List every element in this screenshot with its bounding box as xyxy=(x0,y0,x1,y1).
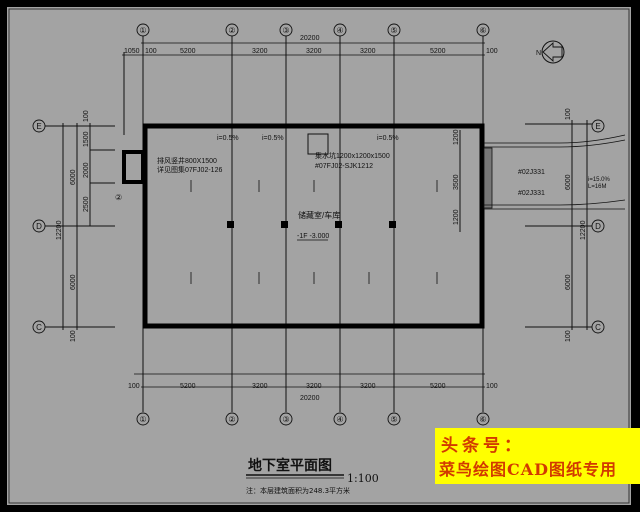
sump-pit xyxy=(307,133,329,155)
svg-text:12200: 12200 xyxy=(580,220,587,240)
svg-text:注：本层建筑面积为248.3平方米: 注：本层建筑面积为248.3平方米 xyxy=(246,486,350,495)
svg-text:100: 100 xyxy=(565,108,572,120)
svg-text:⑤: ⑤ xyxy=(390,26,397,35)
svg-text:i=15.0%: i=15.0% xyxy=(588,177,611,183)
svg-text:20200: 20200 xyxy=(300,395,320,402)
svg-text:20200: 20200 xyxy=(300,35,320,42)
svg-text:③: ③ xyxy=(282,26,289,35)
svg-text:E: E xyxy=(36,122,41,131)
svg-text:100: 100 xyxy=(128,383,140,390)
svg-text:100: 100 xyxy=(565,330,572,342)
columns xyxy=(227,221,396,228)
svg-text:1200: 1200 xyxy=(453,129,460,145)
svg-text:i=0.5%: i=0.5% xyxy=(262,135,284,142)
svg-text:⑥: ⑥ xyxy=(479,26,486,35)
svg-text:#02J331: #02J331 xyxy=(518,169,545,176)
svg-text:1:100: 1:100 xyxy=(347,472,379,485)
svg-text:1200: 1200 xyxy=(453,209,460,225)
svg-text:C: C xyxy=(36,323,42,332)
svg-text:3200: 3200 xyxy=(252,383,268,390)
north-arrow-icon xyxy=(541,40,565,64)
svg-text:②: ② xyxy=(228,26,235,35)
svg-text:6000: 6000 xyxy=(565,274,572,290)
svg-text:②: ② xyxy=(228,415,235,424)
svg-text:100: 100 xyxy=(486,383,498,390)
svg-text:1500: 1500 xyxy=(83,131,90,147)
svg-text:2500: 2500 xyxy=(83,196,90,212)
svg-text:100: 100 xyxy=(145,48,157,55)
svg-text:排风竖井800X1500: 排风竖井800X1500 xyxy=(157,156,217,165)
svg-text:④: ④ xyxy=(336,26,343,35)
svg-text:N: N xyxy=(536,50,541,57)
ramp-grating xyxy=(483,147,493,209)
svg-text:3200: 3200 xyxy=(306,48,322,55)
svg-text:地下室平面图: 地下室平面图 xyxy=(248,457,332,474)
svg-text:E: E xyxy=(595,122,600,131)
svg-text:3200: 3200 xyxy=(360,48,376,55)
svg-text:3200: 3200 xyxy=(360,383,376,390)
svg-text:C: C xyxy=(595,323,601,332)
svg-text:6000: 6000 xyxy=(70,274,77,290)
svg-text:i=0.5%: i=0.5% xyxy=(217,135,239,142)
svg-text:6000: 6000 xyxy=(565,174,572,190)
svg-text:100: 100 xyxy=(70,330,77,342)
svg-text:5200: 5200 xyxy=(430,383,446,390)
svg-text:①: ① xyxy=(139,26,146,35)
svg-text:100: 100 xyxy=(486,48,498,55)
svg-text:①: ① xyxy=(139,415,146,424)
svg-text:100: 100 xyxy=(83,110,90,122)
svg-text:6000: 6000 xyxy=(70,169,77,185)
svg-text:D: D xyxy=(595,222,601,231)
svg-text:3200: 3200 xyxy=(306,383,322,390)
svg-text:⑥: ⑥ xyxy=(479,415,486,424)
exterior-walls xyxy=(142,123,485,329)
svg-text:2000: 2000 xyxy=(83,162,90,178)
svg-text:-1F -3.000: -1F -3.000 xyxy=(297,233,329,240)
watermark-banner: 头条号： 菜鸟绘图CAD图纸专用 xyxy=(435,428,640,484)
svg-text:⑤: ⑤ xyxy=(390,415,397,424)
svg-text:12200: 12200 xyxy=(56,220,63,240)
watermark-line-1: 头条号： xyxy=(441,436,525,456)
svg-text:#02J331: #02J331 xyxy=(518,190,545,197)
vent-shaft xyxy=(122,150,145,184)
svg-text:5200: 5200 xyxy=(180,383,196,390)
watermark-line-2: 菜鸟绘图CAD图纸专用 xyxy=(439,460,618,479)
svg-text:1050: 1050 xyxy=(124,48,140,55)
svg-text:3500: 3500 xyxy=(453,174,460,190)
svg-text:5200: 5200 xyxy=(430,48,446,55)
drawing-paper xyxy=(7,7,631,505)
svg-text:储藏室/车库: 储藏室/车库 xyxy=(298,210,340,220)
svg-text:L=16M: L=16M xyxy=(588,184,607,190)
svg-text:③: ③ xyxy=(282,415,289,424)
svg-text:5200: 5200 xyxy=(180,48,196,55)
svg-text:i=0.5%: i=0.5% xyxy=(377,135,399,142)
svg-text:D: D xyxy=(36,222,42,231)
svg-text:④: ④ xyxy=(336,415,343,424)
svg-text:#07FJ02-SJK1212: #07FJ02-SJK1212 xyxy=(315,163,373,170)
svg-text:集水坑1200x1200x1500: 集水坑1200x1200x1500 xyxy=(315,151,390,160)
svg-text:3200: 3200 xyxy=(252,48,268,55)
svg-text:详见图集07FJ02-126: 详见图集07FJ02-126 xyxy=(157,165,222,174)
svg-text:②: ② xyxy=(115,193,122,202)
